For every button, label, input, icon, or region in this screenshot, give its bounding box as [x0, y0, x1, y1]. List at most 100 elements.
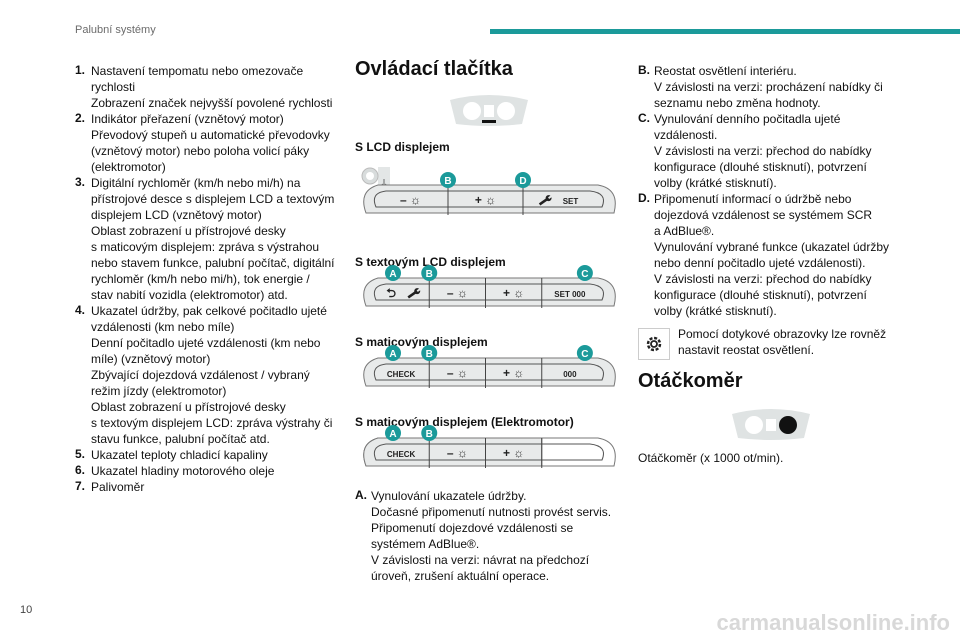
running-header: Palubní systémy [75, 24, 156, 36]
item-line: V závislosti na verzi: procházení nabídk… [654, 80, 883, 94]
panel-heading: S maticovým displejem [355, 335, 488, 349]
panel-button-label[interactable]: – ☼ [400, 193, 421, 207]
item-number: 7. [75, 479, 86, 493]
item-number: A. [355, 488, 367, 502]
tachometer-text: Otáčkoměr (x 1000 ot/min). [638, 451, 784, 465]
panel-button-label[interactable]: CHECK [387, 370, 416, 379]
item-line: Oblast zobrazení u přístrojové desky [91, 224, 286, 238]
item-line: Ukazatel údržby, pak celkové počitadlo u… [91, 304, 327, 318]
item-line: úroveň, zrušení aktuální operace. [371, 569, 550, 583]
note-line: Pomocí dotykové obrazovky lze rovněž [678, 327, 887, 341]
descriptions-right: B. Reostat osvětlení interiéru. V závislos… [638, 63, 908, 319]
callout-badge [421, 345, 438, 361]
wrench-icon [538, 195, 553, 206]
item-line: vzdálenosti (km nebo míle) [91, 320, 235, 334]
item-line: V závislosti na verzi: přechod do nabídk… [654, 272, 872, 286]
item-number: 3. [75, 175, 86, 189]
list-item: 3. Digitální rychloměr (km/h nebo mi/h) n… [75, 175, 345, 303]
item-line: rychloměr (km/h nebo mi/h), tok energie … [91, 272, 310, 286]
callout-badge [440, 172, 456, 188]
item-line: Zobrazení značek nejvyšší povolené rychl… [91, 96, 333, 110]
item-line: režim jízdy (elektromotor) [91, 384, 227, 398]
item-line: Digitální rychloměr (km/h nebo mi/h) na [91, 176, 301, 190]
item-number: 5. [75, 447, 86, 461]
panel-heading: S maticovým displejem (Elektromotor) [355, 415, 574, 429]
item-line: rychlosti [91, 80, 136, 94]
item-line: konfigurace (dlouhé stisknutí), potvrzen… [654, 288, 867, 302]
callout-letter: A [389, 269, 396, 280]
item-number: 1. [75, 63, 86, 77]
description-a: A.Vynulování ukazatele údržby.Dočasné př… [355, 488, 625, 584]
callout-badge [385, 425, 401, 441]
item-line: Palivoměr [91, 480, 145, 494]
item-line: Nastavení tempomatu nebo omezovače [91, 64, 304, 78]
callout-letter: B [426, 349, 433, 360]
item-line: V závislosti na verzi: přechod do nabídk… [654, 144, 872, 158]
item-line: Dočasné připomenutí nutnosti provést ser… [371, 505, 612, 519]
gear-icon [638, 328, 670, 360]
control-panel: CHECK A – ☼ B + ☼ [363, 425, 616, 468]
callout-letter: B [426, 429, 433, 440]
callout-letter: C [581, 349, 588, 360]
callout-badge [576, 345, 593, 361]
list-item: 5.Ukazatel teploty chladicí kapaliny [75, 447, 345, 463]
panel-button-label[interactable]: + ☼ [503, 286, 524, 300]
item-line: Zbývající dojezdová vzdálenost / vybraný [91, 368, 310, 382]
tachometer-title: Otáčkoměr [638, 370, 743, 392]
item-line: přístrojové desce s displejem LCD a text… [91, 192, 335, 206]
list-item: 2.Indikátor přeřazení (vznětový motor)Př… [75, 111, 345, 175]
item-line: Vynulování denního počitadla ujeté [654, 112, 841, 126]
item-line: konfigurace (dlouhé stisknutí), potvrzen… [654, 160, 867, 174]
left-column: 1. Nastavení tempomatu nebo omezovače rych… [75, 63, 345, 495]
item-line: Reostat osvětlení interiéru. [654, 64, 797, 78]
item-line: a AdBlue®. [654, 224, 715, 238]
header-accent-bar [490, 29, 960, 34]
panel-button-label[interactable]: + ☼ [475, 193, 496, 207]
callout-badge [385, 345, 401, 361]
panel-button-label[interactable]: SET 000 [554, 290, 586, 299]
item-line: stavu funkce, palubní počítač atd. [91, 432, 270, 446]
panel-button-label[interactable]: + ☼ [503, 366, 524, 380]
item-line: seznamu nebo změna hodnoty. [654, 96, 821, 110]
item-line: vzdálenosti. [654, 128, 718, 142]
panel-button-label[interactable]: – ☼ [447, 366, 468, 380]
panel-button-label[interactable]: SET [563, 197, 579, 206]
item-line: volby (krátké stisknutí). [654, 176, 777, 190]
item-line: míle) (vznětový motor) [91, 352, 211, 366]
callout-badge [421, 425, 438, 441]
item-line: dojezdová vzdálenost se systémem SCR [654, 208, 873, 222]
callout-badge [421, 265, 438, 281]
list-item: 1. Nastavení tempomatu nebo omezovače rych… [75, 63, 345, 111]
item-line: volby (krátké stisknutí). [654, 304, 777, 318]
panel-button-label[interactable]: CHECK [387, 450, 416, 459]
item-number: D. [638, 191, 650, 205]
callout-badge [576, 265, 593, 281]
panel-heading: S LCD displejem [355, 140, 450, 154]
note-line: nastavit reostat osvětlení. [678, 343, 815, 357]
item-line: V závislosti na verzi: návrat na předcho… [371, 553, 590, 567]
panel-button-label[interactable]: 000 [563, 370, 577, 379]
item-line: (vznětový motor) nebo poloha volicí páky [91, 144, 310, 158]
list-item: A.Vynulování ukazatele údržby.Dočasné př… [355, 488, 625, 584]
list-item: 7. Palivoměr [75, 479, 345, 495]
callout-letter: C [581, 269, 588, 280]
callout-letter: A [389, 429, 396, 440]
item-line: stav nabití vozidla (elektromotor) atd. [91, 288, 288, 302]
panel-button-label[interactable]: ⮌ [386, 286, 396, 300]
item-number: B. [638, 63, 650, 77]
list-item: C. Vynulování denního počitadla ujeté vzdá… [638, 111, 908, 191]
item-number: 6. [75, 463, 86, 477]
list-item: B. Reostat osvětlení interiéru. V závislos… [638, 63, 908, 111]
item-number: C. [638, 111, 650, 125]
item-line: s textovým displejem LCD: zpráva výstrah… [91, 416, 333, 430]
item-line: Ukazatel hladiny motorového oleje [91, 464, 275, 478]
panel-button-label[interactable]: – ☼ [447, 286, 468, 300]
item-line: displejem LCD (vznětový motor) [91, 208, 262, 222]
panel-button-label[interactable]: + ☼ [503, 446, 524, 460]
item-line: Připomenutí dojezdové vzdálenosti se [371, 521, 574, 535]
panel-button-label[interactable]: – ☼ [447, 446, 468, 460]
